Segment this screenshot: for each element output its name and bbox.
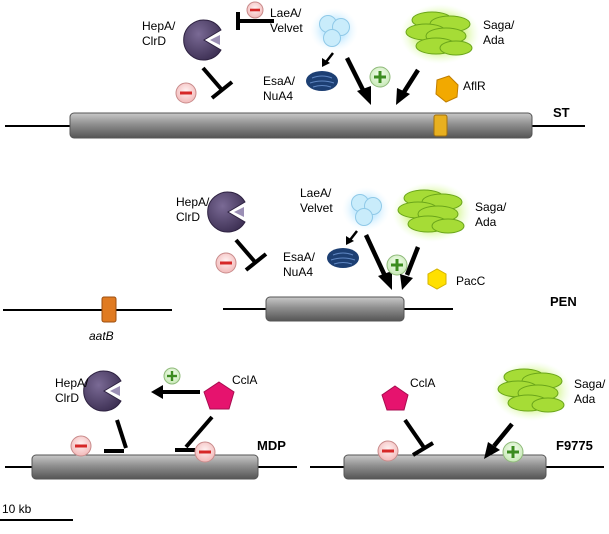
esaa-label-2: NuA4 [283, 265, 313, 279]
minus-sign-icon [377, 440, 399, 462]
hepa-icon [83, 370, 122, 412]
panel-label-mdp: MDP [257, 438, 286, 453]
hepa-icon [183, 19, 222, 61]
saga-label-1: Saga/ [475, 200, 507, 214]
panel-f9775: F9775 CclA Saga/ Ada [310, 360, 606, 480]
laea-velvet-icon [309, 7, 359, 53]
panel-label-f9775: F9775 [556, 438, 593, 453]
scale-bar: 10 kb [0, 502, 73, 521]
saga-ada-icon [491, 360, 573, 422]
panel-mdp: MDP HepA/ ClrD CclA [5, 367, 297, 480]
pacc-label: PacC [456, 274, 486, 288]
aatb-label: aatB [89, 329, 114, 343]
saga-label-2: Ada [483, 33, 505, 47]
esaa-label-1: EsaA/ [283, 250, 316, 264]
esaa-nua4-icon [326, 247, 360, 269]
esaa-label-1: EsaA/ [263, 74, 296, 88]
f9775-gene-cluster [343, 454, 547, 480]
laea-label-1: LaeA/ [300, 186, 332, 200]
panel-pen: aatB PEN HepA/ ClrD LaeA/ Velvet EsaA/ N… [3, 181, 577, 343]
plus-sign-icon [502, 441, 524, 463]
minus-sign-icon [194, 441, 216, 463]
ccla-icon [381, 385, 409, 411]
panel-label-pen: PEN [550, 294, 577, 309]
hepa-icon [207, 191, 246, 233]
plus-sign-icon [386, 254, 408, 276]
saga-label-1: Saga/ [483, 18, 515, 32]
saga-label-2: Ada [574, 392, 596, 406]
pacc-icon [427, 268, 447, 290]
esaa-label-2: NuA4 [263, 89, 293, 103]
saga-ada-icon [399, 3, 481, 65]
ccla-icon [203, 381, 235, 410]
saga-ada-icon [391, 181, 473, 243]
saga-label-1: Saga/ [574, 377, 606, 391]
hepa-label-2: ClrD [142, 34, 166, 48]
st-gene-cluster [69, 112, 533, 139]
minus-sign-icon [175, 82, 197, 104]
minus-sign-icon [215, 252, 237, 274]
aflr-label: AflR [463, 79, 486, 93]
aflr-icon [435, 75, 459, 103]
mdp-gene-cluster [31, 454, 259, 480]
scale-bar-label: 10 kb [2, 502, 32, 516]
plus-sign-icon [163, 367, 181, 385]
plus-sign-icon [369, 66, 391, 88]
hepa-label-1: HepA/ [142, 19, 176, 33]
pen-gene-cluster [265, 296, 405, 322]
hepa-label-2: ClrD [55, 391, 79, 405]
hepa-label-1: HepA/ [176, 195, 210, 209]
aatb-gene [101, 296, 117, 323]
laea-velvet-icon [341, 186, 391, 232]
laea-label-2: Velvet [270, 21, 303, 35]
laea-label-1: LaeA/ [270, 6, 302, 20]
saga-label-2: Ada [475, 215, 497, 229]
hepa-label-1: HepA/ [55, 376, 89, 390]
esaa-nua4-icon [305, 70, 339, 92]
st-aflr-site [433, 114, 448, 137]
minus-sign-icon [246, 1, 264, 19]
panel-label-st: ST [553, 105, 570, 120]
panel-st: ST HepA/ ClrD LaeA/ Velvet EsaA/ NuA4 [5, 1, 585, 139]
hepa-label-2: ClrD [176, 210, 200, 224]
ccla-label: CclA [410, 376, 435, 390]
minus-sign-icon [70, 435, 92, 457]
laea-label-2: Velvet [300, 201, 333, 215]
ccla-label: CclA [232, 373, 257, 387]
